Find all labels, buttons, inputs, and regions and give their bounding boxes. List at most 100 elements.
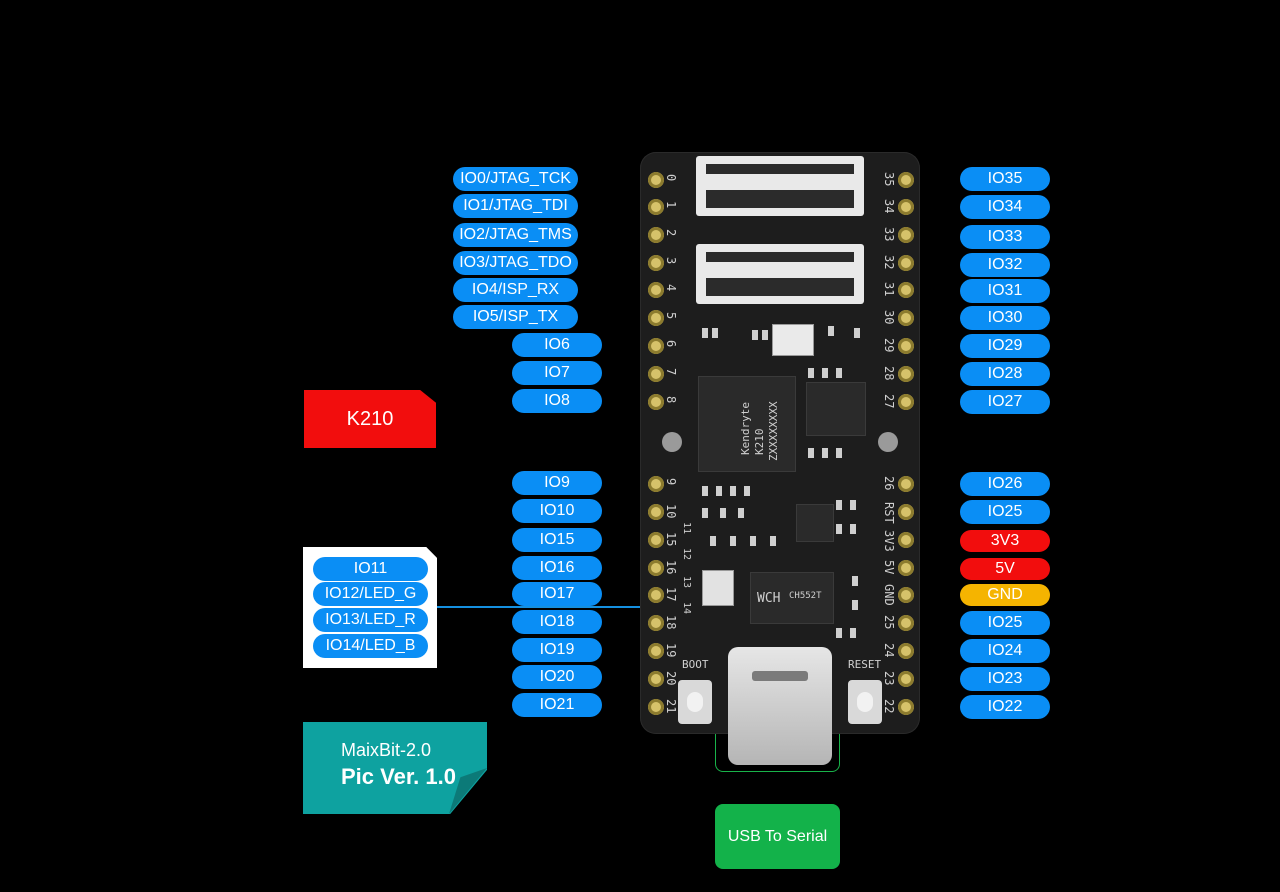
microphone xyxy=(702,570,734,606)
left-pad-20 xyxy=(648,671,664,687)
boot-button[interactable] xyxy=(678,680,712,724)
pin-number: 19 xyxy=(664,643,678,658)
callout-leader-line xyxy=(437,606,667,608)
right-pad-22 xyxy=(898,699,914,715)
k210-chip: Kendryte K210 ZXXXXXXXX xyxy=(698,376,796,472)
left-pad-0 xyxy=(648,172,664,188)
right-pad-gnd xyxy=(898,587,914,603)
pin-label-io6: IO6 xyxy=(512,333,602,357)
pin-label-io17: IO17 xyxy=(512,582,602,606)
reset-button[interactable] xyxy=(848,680,882,724)
right-pad-31 xyxy=(898,282,914,298)
left-pad-7 xyxy=(648,366,664,382)
left-pad-19 xyxy=(648,643,664,659)
pin-label-io7: IO7 xyxy=(512,361,602,385)
pin-label-io1: IO1/JTAG_TDI xyxy=(453,194,578,218)
pin-label-5v: 5V xyxy=(960,558,1050,580)
board-name: MaixBit-2.0 xyxy=(341,740,432,760)
pin-label-io29: IO29 xyxy=(960,334,1050,358)
pin-label-io21: IO21 xyxy=(512,693,602,717)
pin-label-io25: IO25 xyxy=(960,611,1050,635)
right-pad-35 xyxy=(898,172,914,188)
right-pad-26 xyxy=(898,476,914,492)
right-pad-32 xyxy=(898,255,914,271)
left-pad-4 xyxy=(648,282,664,298)
right-pad-30 xyxy=(898,310,914,326)
pin-number: 11 xyxy=(681,522,692,535)
right-pad-34 xyxy=(898,199,914,215)
bridge-model: CH552T xyxy=(789,591,822,601)
right-pad-5v xyxy=(898,560,914,576)
lcd-connector xyxy=(696,244,864,304)
pin-label-gnd: GND xyxy=(960,584,1050,606)
right-pad-23 xyxy=(898,671,914,687)
pin-number: 0 xyxy=(664,174,678,182)
right-pad-24 xyxy=(898,643,914,659)
bridge-brand: WCH xyxy=(757,591,781,606)
pin-label-io19: IO19 xyxy=(512,638,602,662)
maixbit-board: Kendryte K210 ZXXXXXXXX WCH CH552T BOOT … xyxy=(640,152,920,765)
flash-chip xyxy=(806,382,866,436)
pin-label-io13: IO13/LED_R xyxy=(313,608,428,632)
reset-label: RESET xyxy=(848,658,882,671)
pin-label-io15: IO15 xyxy=(512,528,602,552)
pin-number: 34 xyxy=(882,199,896,214)
pin-number: 3V3 xyxy=(882,530,896,552)
pin-number: 5V xyxy=(882,560,896,575)
regulator-chip xyxy=(796,504,834,542)
boot-label: BOOT xyxy=(682,658,709,671)
pin-number: 1 xyxy=(664,201,678,209)
pin-label-io2: IO2/JTAG_TMS xyxy=(453,223,578,247)
pin-label-io27: IO27 xyxy=(960,390,1050,414)
pin-label-io20: IO20 xyxy=(512,665,602,689)
chip-model: K210 xyxy=(753,428,766,456)
camera-connector xyxy=(696,156,864,216)
left-pad-1 xyxy=(648,199,664,215)
version-tag: MaixBit-2.0 Pic Ver. 1.0 xyxy=(303,722,487,814)
pin-number: 31 xyxy=(882,282,896,297)
pin-label-io4: IO4/ISP_RX xyxy=(453,278,578,302)
k210-tag: K210 xyxy=(304,390,436,448)
pin-number: 13 xyxy=(681,576,692,589)
pin-number: 28 xyxy=(882,366,896,381)
left-pad-16 xyxy=(648,560,664,576)
pin-number: 6 xyxy=(664,340,678,348)
right-pad-29 xyxy=(898,338,914,354)
right-pad-33 xyxy=(898,227,914,243)
pin-label-io33: IO33 xyxy=(960,225,1050,249)
chip-brand: Kendryte xyxy=(739,402,752,455)
pin-number: 3 xyxy=(664,257,678,265)
pin-label-io18: IO18 xyxy=(512,610,602,634)
pin-label-io8: IO8 xyxy=(512,389,602,413)
mounting-hole-right xyxy=(878,432,898,452)
pin-number: 5 xyxy=(664,312,678,320)
left-pad-8 xyxy=(648,394,664,410)
left-pad-15 xyxy=(648,532,664,548)
left-pad-9 xyxy=(648,476,664,492)
pin-label-io22: IO22 xyxy=(960,695,1050,719)
pin-number: 29 xyxy=(882,338,896,353)
pin-label-io14: IO14/LED_B xyxy=(313,634,428,658)
pin-number: 21 xyxy=(664,699,678,714)
left-pad-21 xyxy=(648,699,664,715)
pin-label-io9: IO9 xyxy=(512,471,602,495)
pin-number: RST xyxy=(882,502,896,524)
chip-code: ZXXXXXXXX xyxy=(767,401,780,461)
pin-label-io23: IO23 xyxy=(960,667,1050,691)
pin-number: 10 xyxy=(664,504,678,519)
left-pad-2 xyxy=(648,227,664,243)
pin-number: 18 xyxy=(664,615,678,630)
usb-c-port xyxy=(728,647,832,765)
pin-number: 23 xyxy=(882,671,896,686)
right-pad-25 xyxy=(898,615,914,631)
left-pad-3 xyxy=(648,255,664,271)
left-pad-10 xyxy=(648,504,664,520)
pin-label-io35: IO35 xyxy=(960,167,1050,191)
pin-label-io28: IO28 xyxy=(960,362,1050,386)
pin-label-io12: IO12/LED_G xyxy=(313,582,428,606)
pic-version: Pic Ver. 1.0 xyxy=(341,764,456,789)
pin-label-io34: IO34 xyxy=(960,195,1050,219)
pin-number: 7 xyxy=(664,368,678,376)
ch552t-chip: WCH CH552T xyxy=(750,572,834,624)
right-pad-3v3 xyxy=(898,532,914,548)
